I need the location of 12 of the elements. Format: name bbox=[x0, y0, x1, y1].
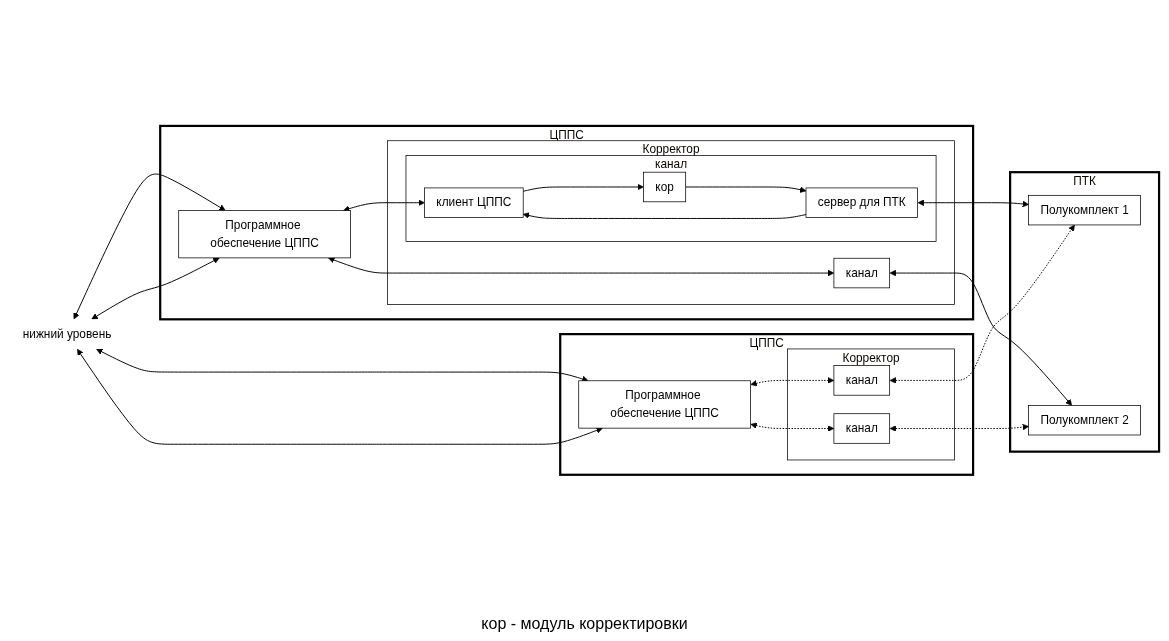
node-box: Программное обеспечение ЦППС bbox=[177, 209, 351, 258]
note-text: кор - модуль корректировки bbox=[481, 615, 688, 632]
node-box: канал bbox=[833, 364, 890, 396]
node-box: сервер для ПТК bbox=[805, 187, 918, 218]
node-box: кор bbox=[642, 171, 686, 202]
node-box: канал bbox=[833, 413, 890, 444]
node-box: Программное обеспечение ЦППС bbox=[577, 380, 751, 429]
node-box: Полукомплект 2 bbox=[1027, 404, 1141, 435]
node-text: нижний уровень bbox=[22, 327, 111, 340]
node-box: канал bbox=[833, 257, 890, 288]
node-box: Полукомплект 1 bbox=[1027, 194, 1141, 225]
node-box: клиент ЦППС bbox=[423, 187, 524, 218]
